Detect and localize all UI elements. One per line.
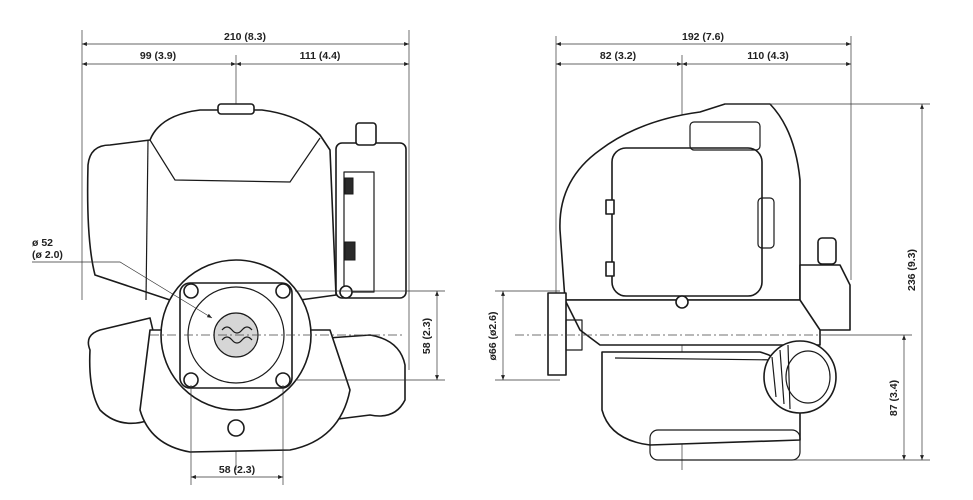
front-right-width-dimension: 111 (4.4) — [236, 50, 409, 66]
side-air-filter-cover — [611, 147, 763, 297]
front-overall-width-dimension: 210 (8.3) — [82, 31, 409, 46]
front-shaft-vertical-label: 58 (2.3) — [421, 318, 433, 354]
front-right-width-label: 111 (4.4) — [300, 50, 341, 62]
side-shaft-height-label: 87 (3.4) — [888, 380, 900, 416]
side-flange-diameter-label: ø66 (ø2.6) — [487, 311, 499, 360]
front-shaft-vertical-dimension: 58 (2.3) — [295, 290, 445, 381]
front-drive-shaft — [227, 419, 245, 437]
front-bore-label-2: (ø 2.0) — [32, 249, 63, 261]
side-left-width-label: 82 (3.2) — [600, 50, 636, 62]
side-crank-bolt — [675, 295, 689, 309]
side-tank-seam — [614, 357, 781, 361]
side-right-width-dimension: 110 (4.3) — [682, 50, 851, 66]
front-bolt-tl — [183, 283, 199, 299]
front-side-bolt — [339, 285, 353, 299]
front-carb-parts — [344, 177, 356, 261]
front-fuel-tank — [335, 142, 407, 299]
front-left-width-label: 99 (3.9) — [140, 50, 176, 62]
front-view: 210 (8.3) 99 (3.9) 111 (4.4) — [32, 30, 445, 485]
front-bolt-bl — [183, 372, 199, 388]
side-crankcase — [564, 299, 821, 346]
front-carb-panel — [343, 171, 375, 293]
front-mount-horizontal-label: 58 (2.3) — [219, 464, 255, 476]
side-flange-diameter-dimension: ø66 (ø2.6) — [487, 290, 560, 381]
side-overall-height-label: 236 (9.3) — [906, 249, 918, 291]
side-overall-width-dimension: 192 (7.6) — [556, 31, 851, 46]
side-view: 192 (7.6) 82 (3.2) 110 (4.3) — [487, 31, 930, 470]
front-shroud-seam — [145, 139, 149, 301]
side-overall-height-dimension: 236 (9.3) — [725, 103, 930, 461]
side-base — [649, 429, 801, 461]
side-clip-bottom — [605, 261, 615, 277]
side-fuel-cap-grip — [771, 344, 791, 410]
front-top-handle — [217, 103, 255, 115]
side-overall-width-label: 192 (7.6) — [682, 31, 724, 43]
side-fuel-cap — [763, 340, 837, 414]
front-shroud — [86, 109, 337, 306]
side-left-width-dimension: 82 (3.2) — [556, 50, 682, 66]
side-fuel-cap-inner — [785, 350, 831, 404]
side-top-cap — [689, 121, 761, 151]
front-tank-cap — [355, 122, 377, 146]
side-shaft-height-dimension: 87 (3.4) — [830, 334, 912, 460]
front-overall-width-label: 210 (8.3) — [224, 31, 266, 43]
front-bolt-tr — [275, 283, 291, 299]
side-carb-knob — [757, 197, 775, 249]
front-shroud-crest — [149, 137, 321, 183]
side-choke-lever — [817, 237, 837, 265]
front-bore-callout: ø 52 (ø 2.0) — [32, 237, 213, 319]
front-recoil-spring — [221, 326, 253, 344]
side-flange — [547, 292, 567, 376]
front-bolt-br — [275, 372, 291, 388]
front-mount-horizontal-dimension: 58 (2.3) — [190, 385, 284, 485]
side-clip-top — [605, 199, 615, 215]
front-bore-label-1: ø 52 — [32, 237, 53, 249]
side-right-width-label: 110 (4.3) — [747, 50, 788, 62]
front-left-width-dimension: 99 (3.9) — [82, 50, 236, 66]
